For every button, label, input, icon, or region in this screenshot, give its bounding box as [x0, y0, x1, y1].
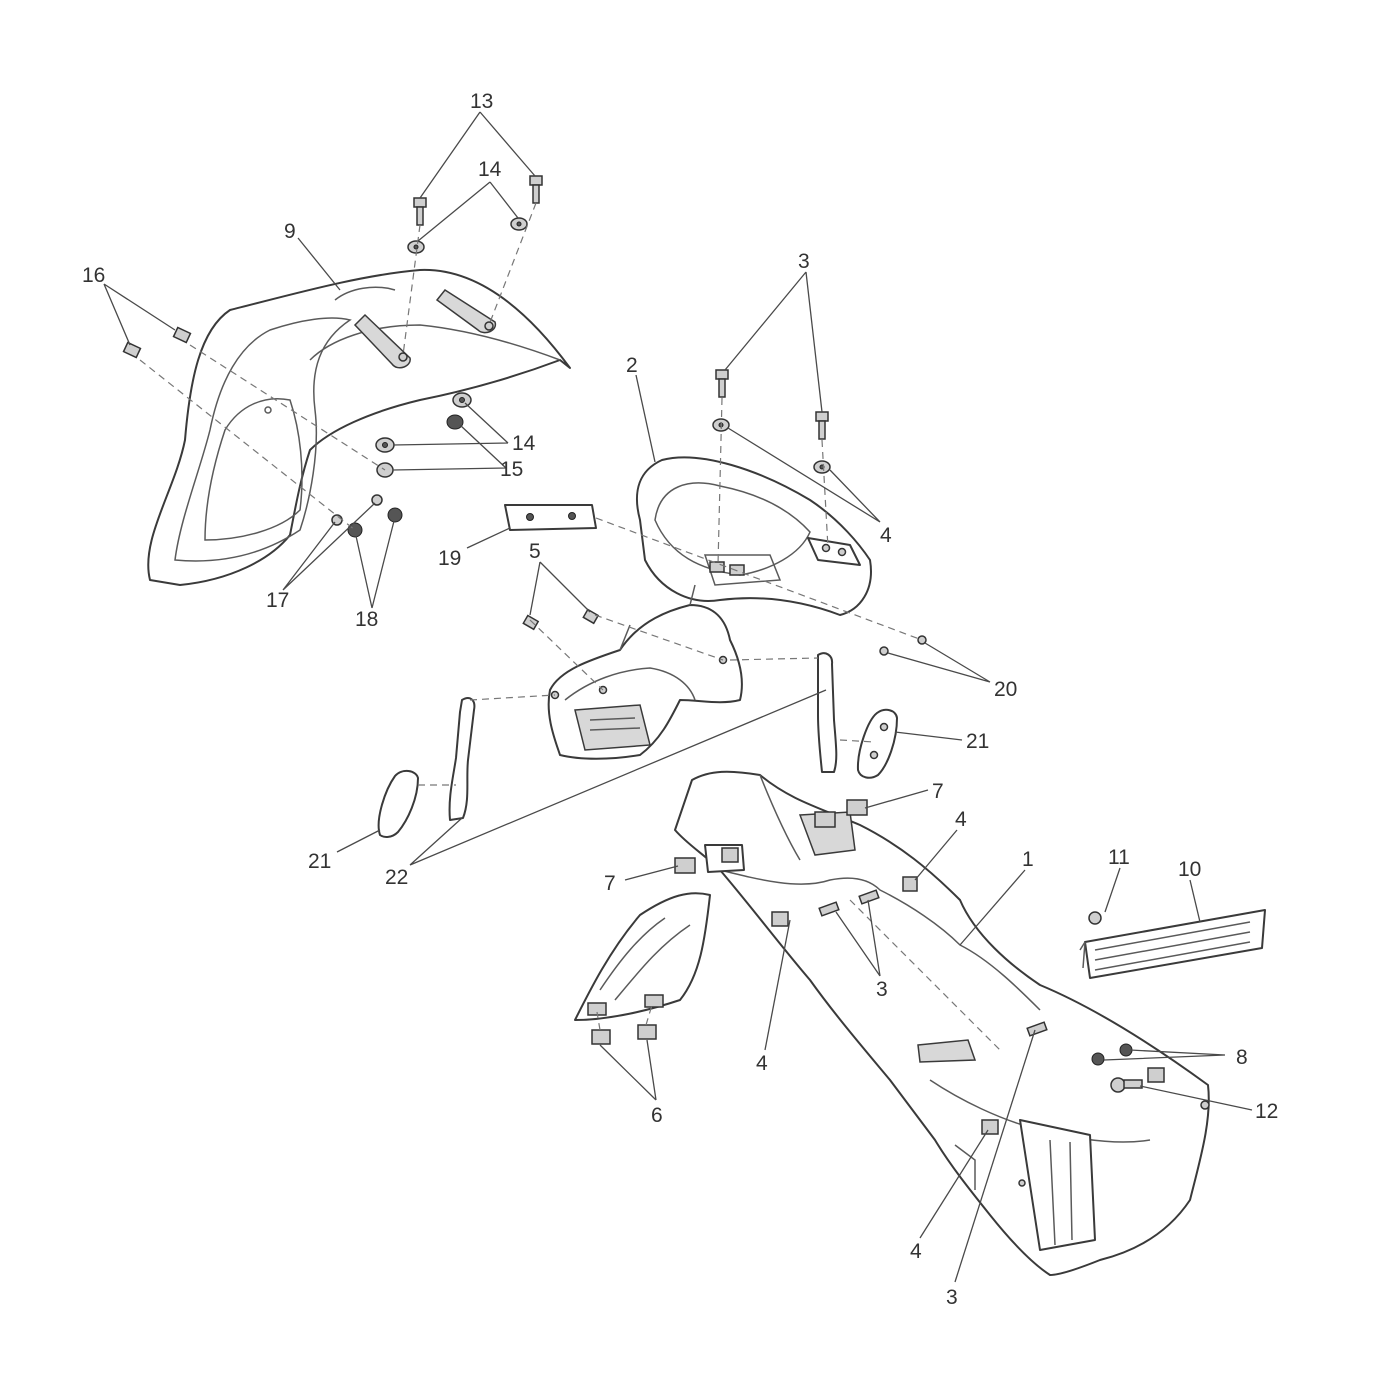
callout-labels: 13 14 9 16 3 2 14 15 4 19 5 17 18 20 21 …: [82, 90, 1278, 1309]
callout-4: 4: [880, 524, 892, 547]
callout-8: 8: [1236, 1046, 1248, 1069]
leader-lines: [103, 111, 1253, 1283]
callout-19: 19: [438, 547, 461, 570]
callout-17: 17: [266, 589, 289, 612]
callout-9: 9: [284, 220, 296, 243]
callout-15: 15: [500, 458, 523, 481]
callout-3: 3: [876, 978, 888, 1001]
callout-18: 18: [355, 608, 378, 631]
callout-20: 20: [994, 678, 1017, 701]
callout-4: 4: [910, 1240, 922, 1263]
callout-4: 4: [756, 1052, 768, 1075]
callout-2: 2: [626, 354, 638, 377]
callout-13: 13: [470, 90, 493, 113]
callout-11: 11: [1108, 846, 1130, 869]
callout-14: 14: [512, 432, 536, 455]
seat-support-bracket: [636, 456, 872, 616]
strap-brackets: [448, 652, 838, 821]
fastener-hardware: [122, 175, 1143, 1093]
callout-21: 21: [966, 730, 989, 753]
callout-7: 7: [932, 780, 944, 803]
callout-14: 14: [478, 158, 502, 181]
left-undertray: [574, 892, 711, 1021]
callout-16: 16: [82, 264, 105, 287]
callout-3: 3: [798, 250, 810, 273]
tail-bracket: [547, 584, 743, 760]
callout-3: 3: [946, 1286, 958, 1309]
mounting-plate: [504, 504, 597, 531]
callout-22: 22: [385, 866, 408, 889]
assembly-lines: [139, 202, 1001, 1051]
callout-4: 4: [955, 808, 967, 831]
callout-10: 10: [1178, 858, 1201, 881]
callout-5: 5: [529, 540, 541, 563]
callout-21: 21: [308, 850, 331, 873]
callout-12: 12: [1255, 1100, 1278, 1123]
callout-1: 1: [1022, 848, 1034, 871]
rear-mudguard-cover: [147, 268, 571, 586]
rubber-pads: [377, 708, 898, 838]
callout-7: 7: [604, 872, 616, 895]
vented-cover-plate: [1079, 909, 1266, 979]
rear-undertray: [674, 770, 1210, 1276]
callout-6: 6: [651, 1104, 663, 1127]
